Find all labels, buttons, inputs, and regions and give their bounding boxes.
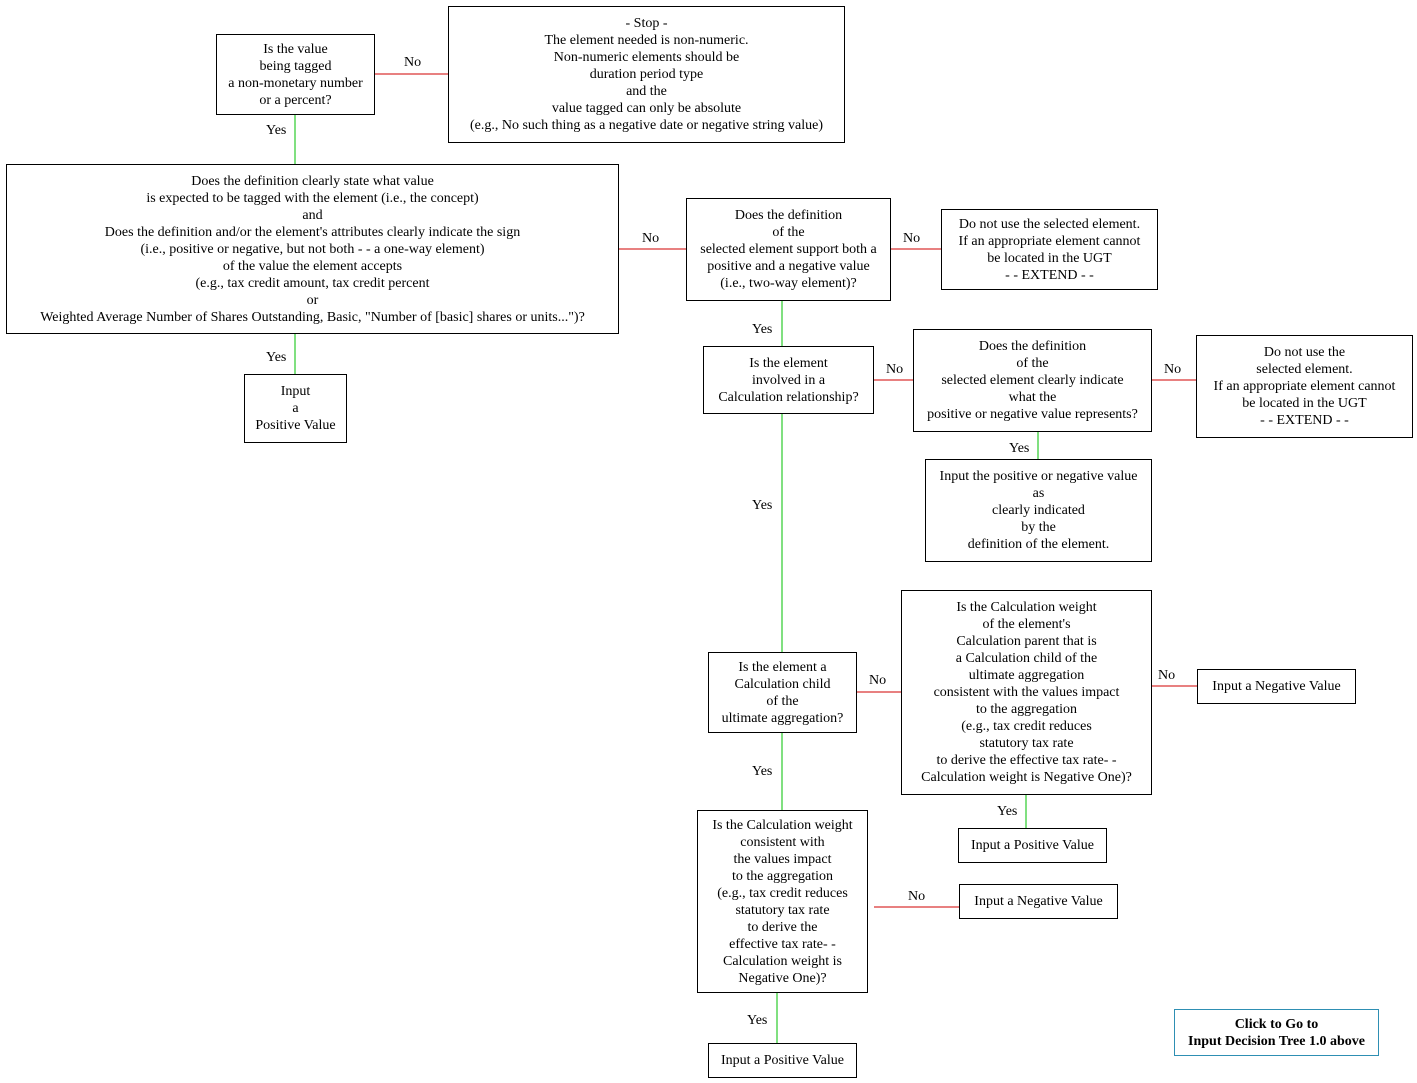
input-negative-text-2: Input a Negative Value bbox=[974, 894, 1103, 909]
question-two-way-box: Does the definition of the selected elem… bbox=[686, 198, 891, 301]
question-parent-weight-box: Is the Calculation weight of the element… bbox=[901, 590, 1152, 795]
input-positive-text-2: Input a Positive Value bbox=[970, 838, 1094, 853]
no-connectors bbox=[374, 73, 1198, 908]
input-as-indicated-box: Input the positive or negative value as … bbox=[925, 459, 1152, 562]
input-as-indicated-text: Input the positive or negative value as … bbox=[939, 469, 1138, 552]
input-negative-box-2: Input a Negative Value bbox=[959, 884, 1118, 919]
label-yes-definition-clear: Yes bbox=[266, 350, 287, 365]
input-positive-box-3: Input a Positive Value bbox=[708, 1043, 857, 1078]
question-calc-relationship-box: Is the element involved in a Calculation… bbox=[703, 346, 874, 414]
label-no-weight-consistent: No bbox=[908, 889, 926, 904]
input-positive-box-1: Input a Positive Value bbox=[244, 374, 347, 443]
label-yes-weight-consistent: Yes bbox=[747, 1013, 768, 1028]
question-definition-indicates-box: Does the definition of the selected elem… bbox=[913, 329, 1152, 432]
label-no-parent-weight: No bbox=[1158, 668, 1176, 683]
extend-box-2: Do not use the selected element. If an a… bbox=[1196, 335, 1413, 438]
question-parent-weight-text: Is the Calculation weight of the element… bbox=[921, 600, 1132, 785]
question-nonmonetary-box: Is the value being tagged a non-monetary… bbox=[216, 34, 375, 115]
extend-text-1: Do not use the selected element. If an a… bbox=[958, 216, 1141, 283]
question-calc-child-box: Is the element a Calculation child of th… bbox=[708, 652, 857, 733]
question-nonmonetary-text: Is the value being tagged a non-monetary… bbox=[228, 41, 363, 108]
question-definition-clear-text: Does the definition clearly state what v… bbox=[40, 173, 585, 325]
question-weight-consistent-box: Is the Calculation weight consistent wit… bbox=[697, 810, 868, 993]
stop-nonnumeric-box: - Stop - The element needed is non-numer… bbox=[448, 6, 845, 143]
label-yes-nonmonetary: Yes bbox=[266, 123, 287, 138]
stop-nonnumeric-text: - Stop - The element needed is non-numer… bbox=[470, 16, 823, 133]
label-yes-calc-relationship: Yes bbox=[752, 498, 773, 513]
input-positive-box-2: Input a Positive Value bbox=[958, 828, 1107, 863]
input-negative-text-1: Input a Negative Value bbox=[1212, 679, 1341, 694]
question-definition-indicates-text: Does the definition of the selected elem… bbox=[927, 339, 1138, 422]
extend-text-2: Do not use the selected element. If an a… bbox=[1213, 345, 1396, 428]
input-positive-text-1: Input a Positive Value bbox=[255, 384, 336, 433]
label-no-calc-child: No bbox=[869, 673, 887, 688]
label-no-two-way: No bbox=[903, 231, 921, 246]
label-no-definition-indicates: No bbox=[1164, 362, 1182, 377]
question-weight-consistent-text: Is the Calculation weight consistent wit… bbox=[712, 817, 853, 986]
go-to-decision-tree-link[interactable]: Click to Go to Input Decision Tree 1.0 a… bbox=[1174, 1009, 1379, 1056]
label-yes-parent-weight: Yes bbox=[997, 804, 1018, 819]
yes-connectors bbox=[294, 114, 1039, 1044]
question-definition-clear-box: Does the definition clearly state what v… bbox=[6, 164, 619, 334]
label-yes-calc-child: Yes bbox=[752, 764, 773, 779]
label-no-nonmonetary: No bbox=[404, 55, 422, 70]
label-no-calc-relationship: No bbox=[886, 362, 904, 377]
label-yes-definition-indicates: Yes bbox=[1009, 441, 1030, 456]
question-two-way-text: Does the definition of the selected elem… bbox=[700, 208, 877, 291]
input-positive-text-3: Input a Positive Value bbox=[720, 1053, 844, 1068]
label-no-definition-clear: No bbox=[642, 231, 660, 246]
go-to-decision-tree-text: Click to Go to Input Decision Tree 1.0 a… bbox=[1188, 1016, 1365, 1049]
question-calc-relationship-text: Is the element involved in a Calculation… bbox=[718, 355, 859, 405]
question-calc-child-text: Is the element a Calculation child of th… bbox=[721, 659, 844, 726]
label-yes-two-way: Yes bbox=[752, 322, 773, 337]
extend-box-1: Do not use the selected element. If an a… bbox=[941, 209, 1158, 290]
input-negative-box-1: Input a Negative Value bbox=[1197, 669, 1356, 704]
